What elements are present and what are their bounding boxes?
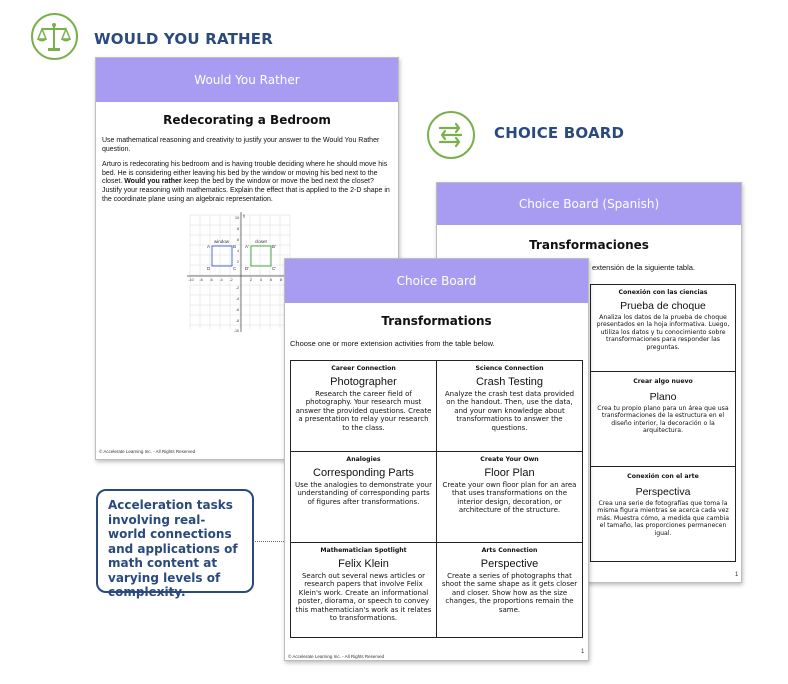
x-tick-label: -4 [219, 278, 222, 282]
vertex-label: B [233, 244, 236, 249]
cell-name: Photographer [330, 376, 397, 388]
vertex-label: C' [272, 266, 276, 271]
cell-description: Analyze the crash test data provided on … [444, 390, 575, 432]
x-tick-label: -8 [199, 278, 202, 282]
page-number: 1 [735, 572, 739, 578]
intro-text: Choose one or more extension activities … [290, 339, 495, 348]
y-tick-label: -2 [236, 286, 239, 290]
balance-scale-icon [31, 13, 78, 60]
x-tick-label: -2 [229, 278, 232, 282]
grid-cell: Mathematician Spotlight Felix Klein Sear… [290, 542, 437, 638]
cell-label: Conexión con el arte [627, 473, 699, 480]
cell-label: Conexión con las ciencias [618, 289, 708, 296]
closet-label: closet [255, 239, 268, 244]
cell-label: Crear algo nuevo [633, 378, 693, 385]
cell-label: Science Connection [475, 365, 544, 372]
story-text: Arturo is redecorating his bedroom and i… [102, 161, 390, 203]
cell-description: Crea tu propio plano para un área que us… [597, 405, 729, 435]
cell-name: Prueba de choque [620, 300, 706, 312]
x-tick-label: 8 [280, 278, 282, 282]
page-number: 1 [581, 649, 585, 655]
card-header: Would You Rather [96, 58, 398, 102]
cell-label: Arts Connection [481, 547, 538, 554]
card-title: Transformations [381, 314, 492, 328]
grid-cell: Analogies Corresponding Parts Use the an… [290, 451, 437, 543]
cell-label: Mathematician Spotlight [320, 547, 407, 554]
card-header: Choice Board [285, 259, 588, 303]
intro-text: extensión de la siguiente tabla. [592, 263, 695, 272]
cell-name: Felix Klein [338, 558, 389, 570]
callout-text: Acceleration tasks involving real-world … [108, 498, 238, 599]
cell-name: Perspective [480, 558, 539, 570]
vertex-label: A' [245, 244, 249, 249]
cell-description: Create your own floor plan for an area t… [442, 481, 577, 515]
cell-description: Search out several news articles or rese… [295, 572, 432, 623]
cell-description: Use the analogies to demonstrate your un… [295, 481, 432, 506]
copyright-footer: © Accelerate Learning Inc. - All Rights … [99, 449, 196, 454]
y-tick-label: -10 [234, 329, 239, 333]
vertex-label: A [207, 244, 210, 249]
x-tick-label: 4 [260, 278, 262, 282]
grid-cell: Conexión con las ciencias Prueba de choq… [590, 284, 736, 372]
cell-name: Perspectiva [635, 486, 691, 498]
card-header: Choice Board (Spanish) [437, 183, 741, 225]
vertex-label: D [207, 266, 211, 271]
x-tick-label: -6 [209, 278, 212, 282]
cell-label: Analogies [346, 456, 381, 463]
coordinate-plane: window closet y x A B C D A' B' C' D' -1… [187, 212, 293, 333]
cell-name: Floor Plan [484, 467, 535, 479]
y-tick-label: 4 [237, 249, 239, 253]
choice-board-card: Choice Board Transformations Choose one … [284, 258, 589, 661]
y-axis-label: y [243, 213, 246, 218]
cell-description: Analiza los datos de la prueba de choque… [596, 314, 730, 351]
x-tick-label: 2 [250, 278, 252, 282]
grid-cell: Create Your Own Floor Plan Create your o… [436, 451, 583, 543]
cell-description: Crea una serie de fotografías que toma l… [596, 500, 730, 537]
cycle-arrows-icon [427, 111, 475, 159]
grid-cell: Arts Connection Perspective Create a ser… [436, 542, 583, 638]
vertex-label: C [233, 266, 237, 271]
would-you-rather-heading: WOULD YOU RATHER [94, 30, 273, 48]
cell-label: Career Connection [331, 365, 396, 372]
y-tick-label: 2 [237, 260, 239, 264]
acceleration-callout: Acceleration tasks involving real-world … [96, 489, 254, 599]
grid-cell: Conexión con el arte Perspectiva Crea un… [590, 466, 736, 562]
vertex-label: D' [245, 266, 249, 271]
card-title: Transformaciones [529, 238, 649, 252]
cell-name: Plano [649, 391, 677, 403]
cell-description: Create a series of photographs that shoo… [441, 572, 578, 614]
vertex-label: B' [272, 244, 276, 249]
grid-cell: Career Connection Photographer Research … [290, 360, 437, 452]
y-tick-label: 8 [237, 227, 239, 231]
cell-name: Crash Testing [475, 376, 544, 388]
cell-name: Corresponding Parts [313, 467, 414, 479]
window-label: window [214, 239, 230, 244]
x-tick-label: -10 [188, 278, 193, 282]
card-title: Redecorating a Bedroom [163, 113, 331, 127]
y-tick-label: -8 [236, 319, 239, 323]
grid-cell: Science Connection Crash Testing Analyze… [436, 360, 583, 452]
cell-label: Create Your Own [480, 456, 539, 463]
callout-connector [255, 541, 284, 542]
choice-board-heading: CHOICE BOARD [494, 124, 625, 142]
y-tick-label: 10 [235, 216, 239, 220]
x-tick-label: 6 [270, 278, 272, 282]
copyright-footer: © Accelerate Learning Inc. - All Rights … [288, 654, 385, 659]
y-tick-label: -4 [236, 297, 239, 301]
cell-description: Research the career field of photography… [295, 390, 432, 432]
intro-text: Use mathematical reasoning and creativit… [102, 137, 380, 153]
y-tick-label: -6 [236, 308, 239, 312]
grid-cell: Crear algo nuevo Plano Crea tu propio pl… [590, 371, 736, 467]
y-tick-label: 6 [237, 238, 239, 242]
